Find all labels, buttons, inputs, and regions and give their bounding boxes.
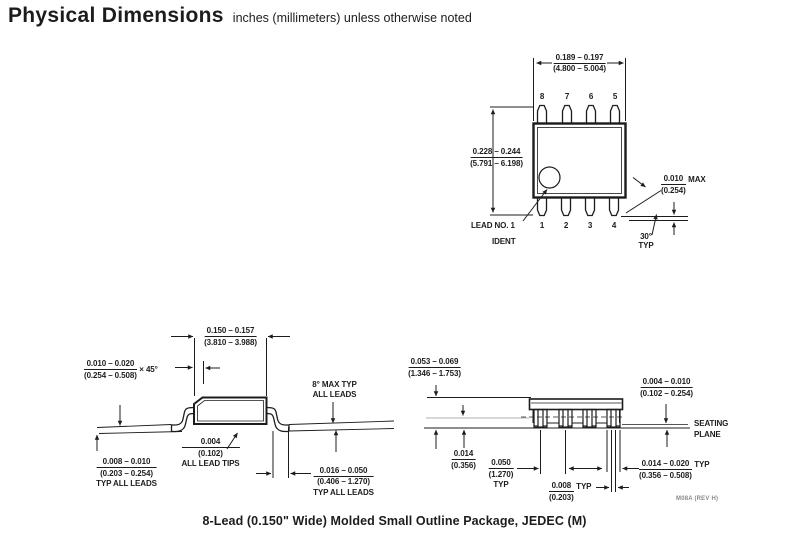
dim-chamfer: 0.010 – 0.020(0.254 – 0.508) × 45° <box>84 359 158 380</box>
package-body-front-view <box>528 398 624 411</box>
lead-angle-label: 8° MAX TYP ALL LEADS <box>312 380 357 399</box>
pin1-ident-circle <box>538 166 561 189</box>
front-view-drawing <box>424 385 690 492</box>
dim-package-height: 0.053 – 0.069(1.346 – 1.753) <box>408 357 461 378</box>
dim-foot-length: 0.016 – 0.050(0.406 – 1.270)TYP ALL LEAD… <box>313 465 374 497</box>
left-lead <box>170 406 195 433</box>
pin-label-3: 3 <box>587 220 593 230</box>
package-body-top-view <box>532 122 627 199</box>
page-subtitle: inches (millimeters) unless otherwise no… <box>232 11 472 25</box>
pin-label-8: 8 <box>539 92 545 101</box>
top-view-drawing <box>490 58 688 236</box>
dim-package-width: 0.189 – 0.197(4.800 – 5.004) <box>553 52 606 73</box>
page-title: Physical Dimensions <box>8 4 224 27</box>
dim-lead-pitch: 0.050(1.270)TYP <box>488 458 514 489</box>
dim-lead-width: 0.014 – 0.020(0.356 – 0.508) TYP <box>639 459 710 480</box>
right-lead <box>266 406 290 433</box>
typ-suffix-width: TYP <box>694 459 710 469</box>
tip-angle-label: 30° TYP <box>638 231 654 251</box>
dim-standoff: 0.004 – 0.010(0.102 – 0.254) <box>640 377 693 398</box>
dim-package-length: 0.228 – 0.244(5.791 – 6.198) <box>470 147 523 168</box>
dim-lead-blade-thickness: 0.008(0.203) TYP <box>549 481 592 502</box>
chamfer-angle-suffix: × 45° <box>139 365 158 374</box>
pin-label-4: 4 <box>611 220 617 230</box>
package-body-side-view <box>193 396 268 425</box>
dim-pin-tip-max: 0.010(0.254) MAX <box>661 174 706 195</box>
pins-top <box>536 104 621 125</box>
dim-body-width: 0.150 – 0.157(3.810 – 3.988) <box>204 326 257 347</box>
seating-plane-label: SEATING PLANE <box>694 419 729 439</box>
lead-tip-leader-arrow <box>226 432 238 450</box>
lead1-leader-arrow <box>522 189 548 222</box>
pins-bottom <box>536 196 620 217</box>
dim-lead-tip-thickness: 0.004(0.102)ALL LEAD TIPS <box>181 437 240 468</box>
page-header: Physical Dimensions inches (millimeters)… <box>8 4 472 28</box>
front-leads <box>533 408 621 429</box>
pin-label-2: 2 <box>563 220 569 230</box>
lead1-ident-label-line2: IDENT <box>492 236 516 246</box>
typ-suffix-thickness: TYP <box>576 481 592 491</box>
tip-angle-arrow <box>651 214 658 236</box>
pin-label-7: 7 <box>564 92 570 101</box>
max-suffix: MAX <box>688 174 706 184</box>
package-caption: 8-Lead (0.150" Wide) Molded Small Outlin… <box>202 514 587 528</box>
pin-label-5: 5 <box>612 92 618 101</box>
pin-label-6: 6 <box>588 92 594 101</box>
pin-label-1: 1 <box>539 220 545 230</box>
drawing-ref-number: M08A (REV H) <box>676 496 719 502</box>
dim-lead-thickness: 0.008 – 0.010(0.203 – 0.254)TYP ALL LEAD… <box>96 457 157 488</box>
lead1-ident-label-line1: LEAD NO. 1 <box>471 221 515 230</box>
dim-bend-ref: 0.014(0.356) <box>451 449 476 470</box>
side-view-drawing <box>94 334 395 478</box>
